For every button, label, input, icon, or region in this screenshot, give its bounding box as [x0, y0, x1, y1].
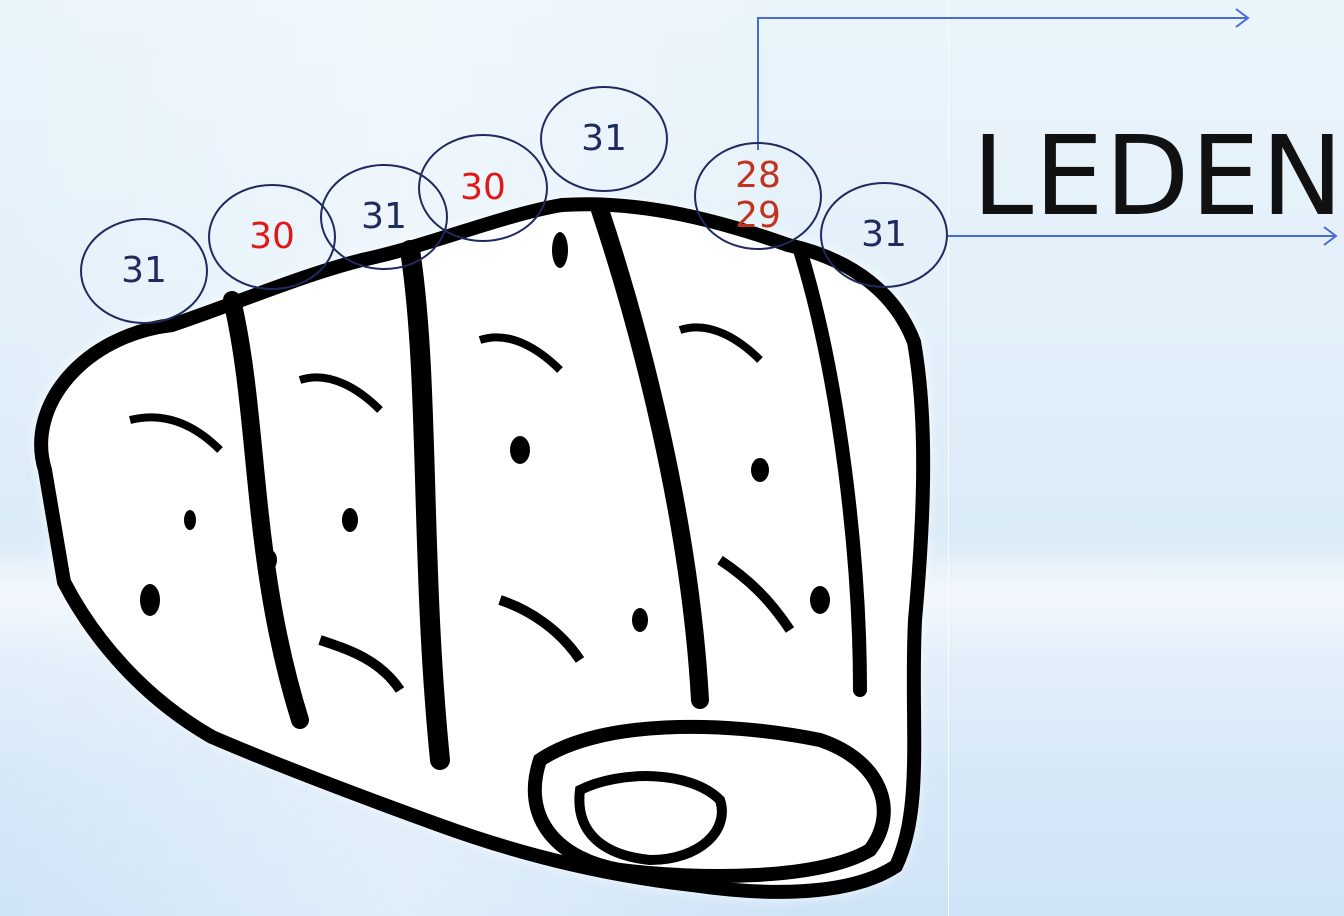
badge-label-5: 31 — [581, 121, 627, 157]
knuckle-badge-6: 28 29 — [694, 142, 822, 250]
badge-label-7: 31 — [861, 217, 907, 253]
knuckle-badge-7: 31 — [820, 182, 948, 288]
badge-label-2: 30 — [249, 219, 295, 255]
knuckle-badge-1: 31 — [80, 218, 208, 324]
badge-label-1: 31 — [121, 253, 167, 289]
knuckle-badge-4: 30 — [418, 134, 548, 242]
knuckle-badge-5: 31 — [540, 86, 668, 192]
knuckle-badge-2: 30 — [208, 184, 336, 290]
badge-label-3: 31 — [361, 199, 407, 235]
page-title: LEDEN — [972, 112, 1344, 240]
badge-label-6: 28 29 — [735, 156, 781, 235]
badge-label-4: 30 — [460, 170, 506, 206]
